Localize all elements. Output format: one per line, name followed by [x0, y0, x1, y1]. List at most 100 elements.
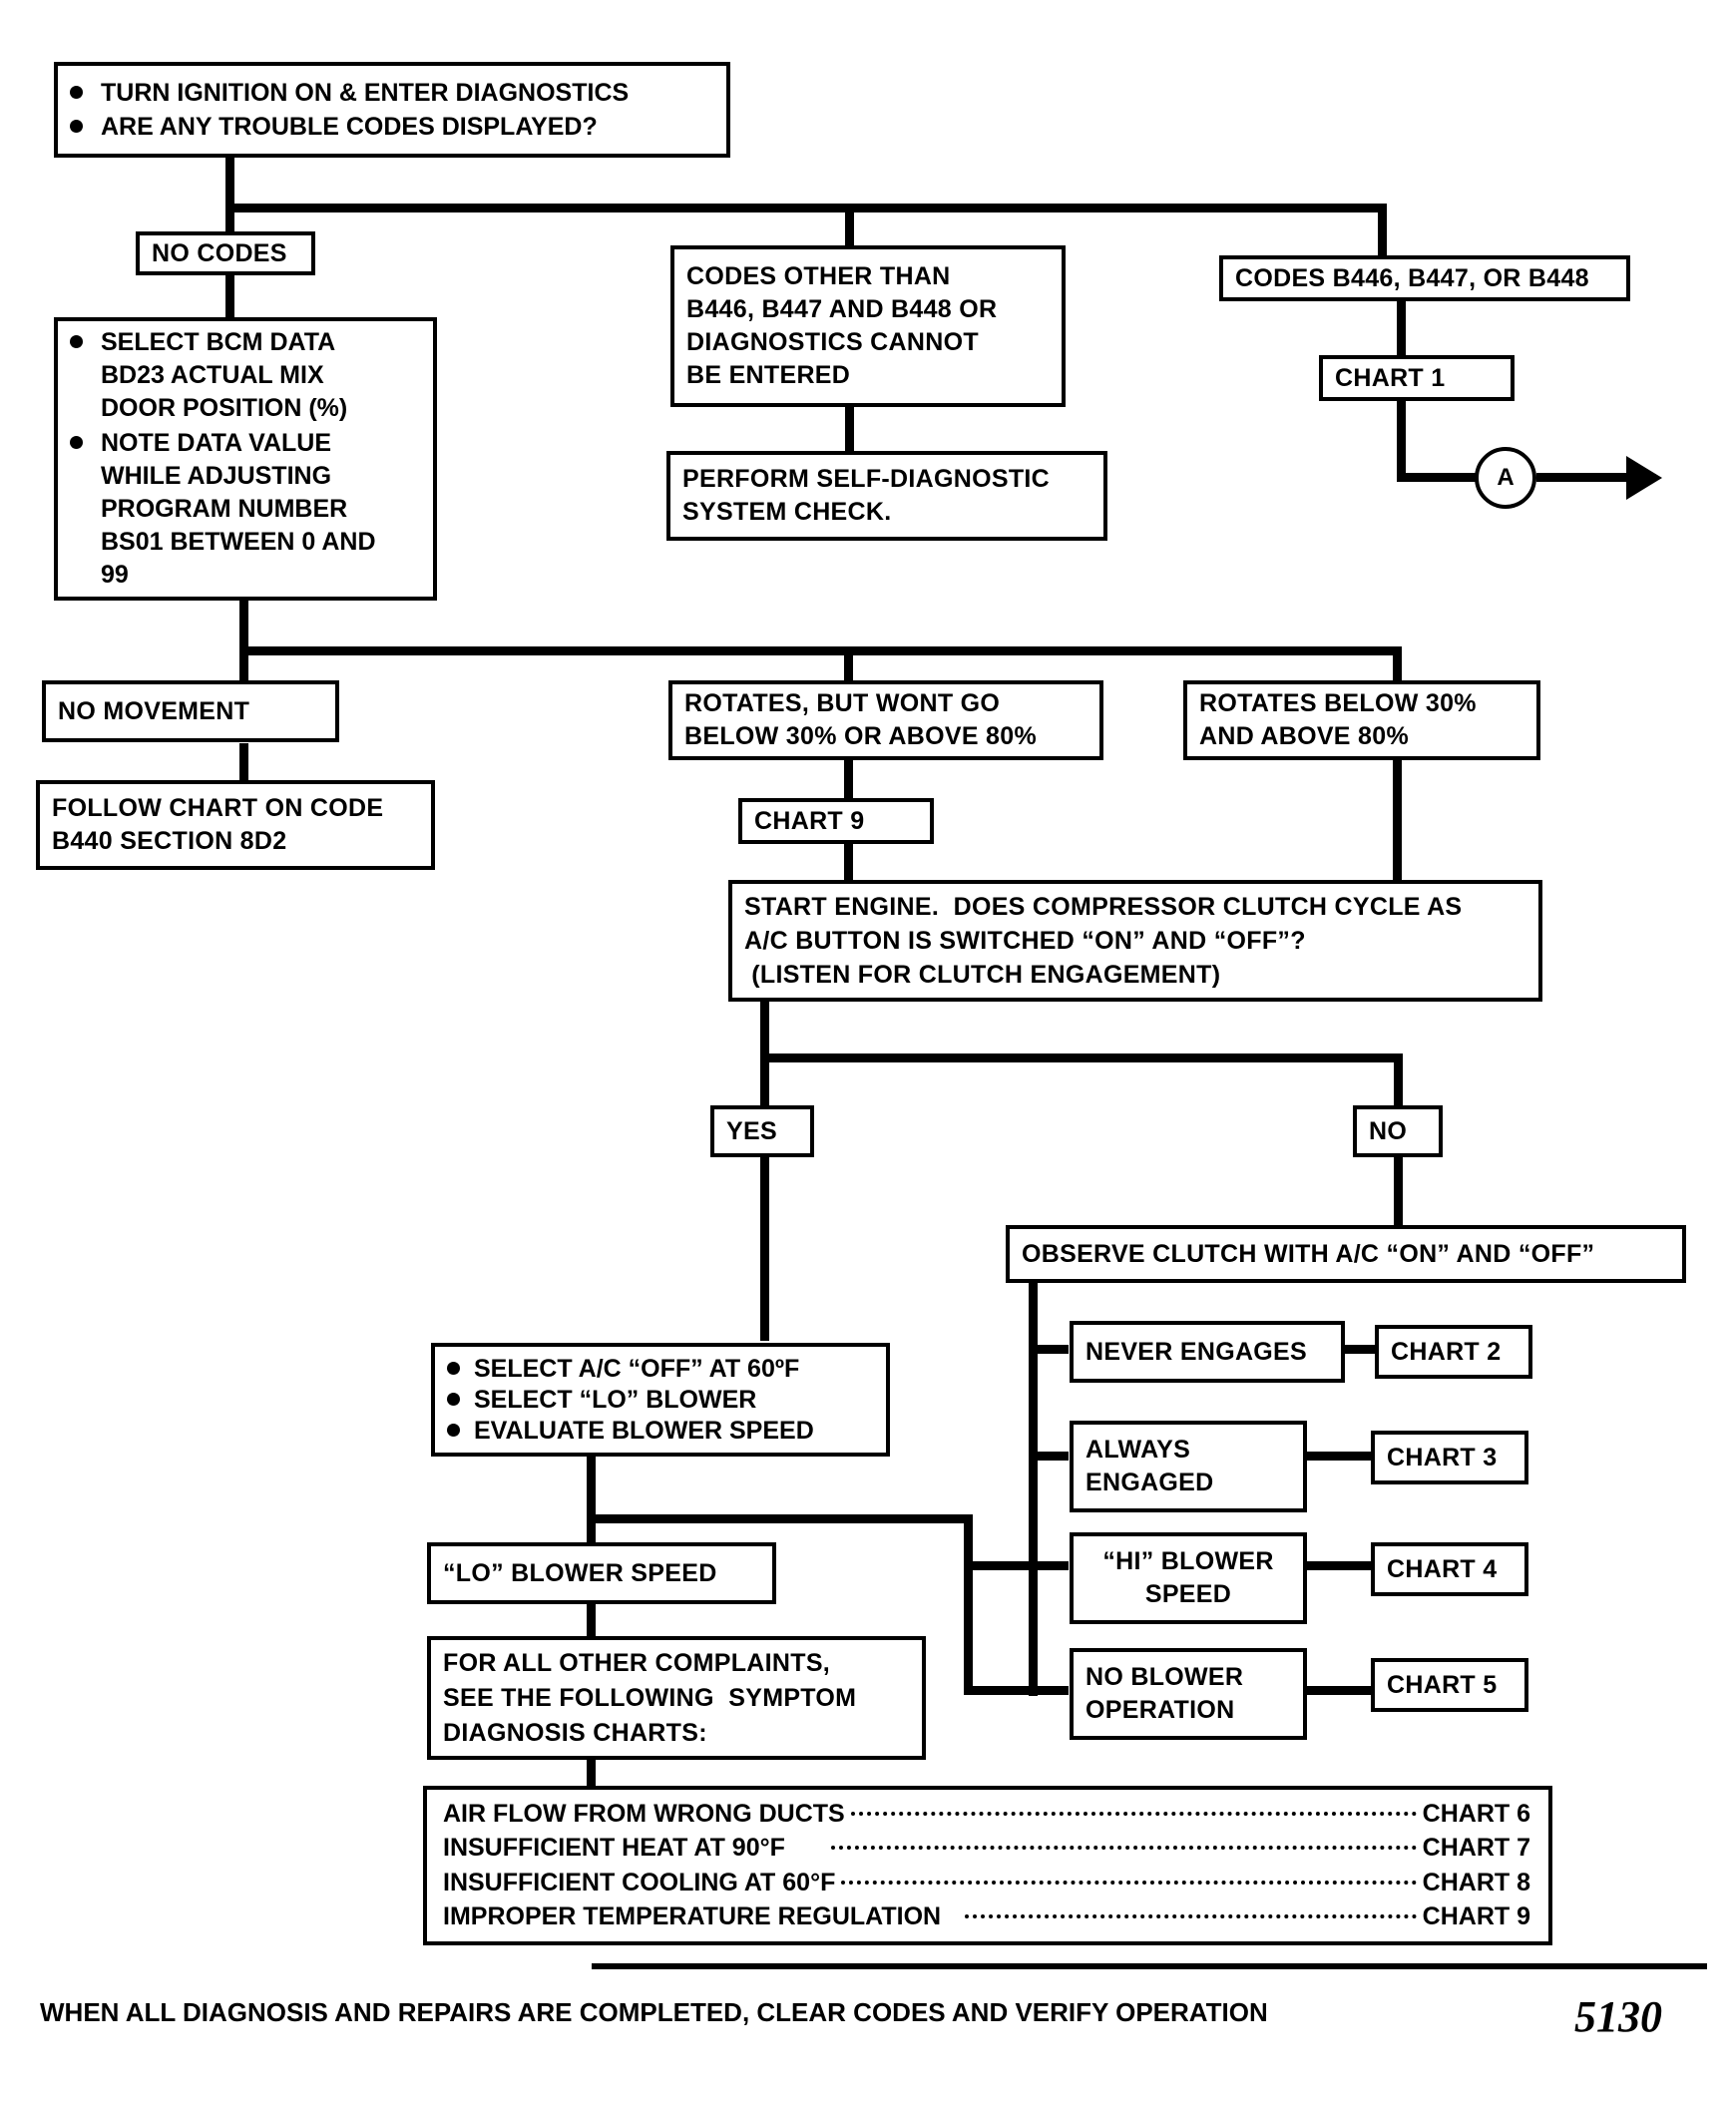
- node-label: NEVER ENGAGES: [1085, 1337, 1308, 1366]
- connector-to-rotates-wont: [844, 646, 853, 680]
- connector-no-codes-down: [225, 274, 234, 320]
- node-chart-4: CHART 4: [1371, 1542, 1528, 1596]
- node-label: CHART 1: [1335, 363, 1446, 392]
- bullet-item: SELECT “LO” BLOWER: [447, 1385, 874, 1416]
- node-label: NO: [1369, 1116, 1408, 1145]
- connector-noblower-to-chart5: [1304, 1686, 1374, 1695]
- node-never-engages: NEVER ENGAGES: [1070, 1321, 1345, 1383]
- connector-noblower-feed-left: [964, 1686, 1030, 1695]
- connector-hi-feed-left: [964, 1561, 1030, 1570]
- node-no-blower-operation: NO BLOWER OPERATION: [1070, 1648, 1307, 1740]
- symptom-diagnosis-list: AIR FLOW FROM WRONG DUCTS CHART 6 INSUFF…: [423, 1786, 1552, 1945]
- node-chart-5: CHART 5: [1371, 1658, 1528, 1712]
- connector-branch-always: [1029, 1452, 1069, 1461]
- node-self-diagnostic: PERFORM SELF-DIAGNOSTIC SYSTEM CHECK.: [666, 451, 1107, 541]
- bullet-dot-icon: [70, 335, 83, 348]
- connector-hi-to-chart4: [1304, 1561, 1374, 1570]
- bullet-dot-icon: [447, 1392, 460, 1406]
- footer-note: WHEN ALL DIAGNOSIS AND REPAIRS ARE COMPL…: [40, 1997, 1268, 2027]
- node-rotates-wont-go: ROTATES, BUT WONT GO BELOW 30% OR ABOVE …: [668, 680, 1103, 760]
- node-observe-clutch: OBSERVE CLUTCH WITH A/C “ON” AND “OFF”: [1006, 1225, 1686, 1283]
- bullet-item: SELECT A/C “OFF” AT 60ºF: [447, 1354, 874, 1385]
- bullet-text: EVALUATE BLOWER SPEED: [474, 1416, 814, 1445]
- connector-a-label: A: [1497, 464, 1515, 491]
- connector-a-to-arrow: [1536, 473, 1641, 482]
- node-start: TURN IGNITION ON & ENTER DIAGNOSTICS ARE…: [54, 62, 730, 158]
- symptom-label: AIR FLOW FROM WRONG DUCTS: [443, 1800, 845, 1828]
- list-item: INSUFFICIENT COOLING AT 60°F CHART 8: [443, 1869, 1530, 1897]
- bullet-item: SELECT BCM DATA BD23 ACTUAL MIX DOOR POS…: [70, 326, 421, 425]
- node-rotates-below-above: ROTATES BELOW 30% AND ABOVE 80%: [1183, 680, 1540, 760]
- node-chart-2: CHART 2: [1375, 1325, 1532, 1379]
- connector-to-no-movement: [239, 646, 248, 680]
- bullet-text: SELECT A/C “OFF” AT 60ºF: [474, 1354, 800, 1383]
- node-codes-other: CODES OTHER THAN B446, B447 AND B448 OR …: [670, 245, 1066, 407]
- connector-no-movement-down: [239, 743, 248, 780]
- node-label: YES: [726, 1116, 777, 1145]
- node-for-all-other-complaints: FOR ALL OTHER COMPLAINTS, SEE THE FOLLOW…: [427, 1636, 926, 1760]
- page-number: 5130: [1574, 1992, 1662, 2041]
- bullet-text: SELECT BCM DATA BD23 ACTUAL MIX DOOR POS…: [101, 328, 348, 422]
- symptom-label: INSUFFICIENT HEAT AT 90°F: [443, 1834, 785, 1863]
- connector-yes-down: [760, 1156, 769, 1341]
- leader-dots: [830, 1846, 1417, 1851]
- symptom-chart: CHART 9: [1422, 1901, 1530, 1930]
- node-no-movement: NO MOVEMENT: [42, 680, 339, 742]
- leader-dots: [841, 1880, 1417, 1885]
- leader-dots: [850, 1812, 1417, 1816]
- node-lo-blower-speed: “LO” BLOWER SPEED: [427, 1542, 776, 1604]
- node-no-codes: NO CODES: [136, 231, 315, 275]
- connector-feed-to-lo: [587, 1514, 972, 1523]
- connector-bcm-down: [239, 599, 248, 654]
- node-label: CHART 5: [1387, 1670, 1498, 1699]
- node-yes: YES: [710, 1105, 814, 1157]
- bullet-item: ARE ANY TROUBLE CODES DISPLAYED?: [70, 111, 714, 143]
- node-label: CODES B446, B447, OR B448: [1235, 263, 1589, 292]
- node-text: PERFORM SELF-DIAGNOSTIC SYSTEM CHECK.: [682, 465, 1051, 526]
- node-text: CODES OTHER THAN B446, B447 AND B448 OR …: [686, 262, 998, 389]
- node-label: CHART 2: [1391, 1337, 1502, 1366]
- list-item: IMPROPER TEMPERATURE REGULATION CHART 9: [443, 1902, 1530, 1931]
- bullet-item: TURN IGNITION ON & ENTER DIAGNOSTICS: [70, 77, 714, 109]
- node-text: START ENGINE. DOES COMPRESSOR CLUTCH CYC…: [744, 893, 1463, 989]
- connector-start-engine-down: [760, 1000, 769, 1059]
- node-label: NO MOVEMENT: [58, 696, 250, 725]
- symptom-label: IMPROPER TEMPERATURE REGULATION: [443, 1901, 942, 1930]
- bullet-text: ARE ANY TROUBLE CODES DISPLAYED?: [101, 113, 598, 141]
- node-no: NO: [1353, 1105, 1443, 1157]
- connector-always-to-chart3: [1304, 1452, 1374, 1461]
- node-chart-1: CHART 1: [1319, 355, 1515, 401]
- node-text: NO BLOWER OPERATION: [1085, 1663, 1244, 1724]
- node-text: ALWAYS ENGAGED: [1085, 1436, 1214, 1496]
- connector-chart1-to-a: [1397, 473, 1477, 482]
- bullet-item: EVALUATE BLOWER SPEED: [447, 1416, 874, 1447]
- bullet-text: NOTE DATA VALUE WHILE ADJUSTING PROGRAM …: [101, 429, 376, 589]
- node-hi-blower-speed: “HI” BLOWER SPEED: [1070, 1532, 1307, 1624]
- connector-observe-trunk: [1029, 1282, 1038, 1696]
- node-start-engine: START ENGINE. DOES COMPRESSOR CLUTCH CYC…: [728, 880, 1542, 1002]
- node-select-bcm-data: SELECT BCM DATA BD23 ACTUAL MIX DOOR POS…: [54, 317, 437, 601]
- connector-to-rotates-below: [1393, 646, 1402, 680]
- node-select-ac-off: SELECT A/C “OFF” AT 60ºF SELECT “LO” BLO…: [431, 1343, 890, 1457]
- connector-bus-row3: [760, 1053, 1403, 1062]
- connector-to-yes: [760, 1053, 769, 1105]
- node-chart-3: CHART 3: [1371, 1431, 1528, 1484]
- connector-start-down: [225, 158, 234, 212]
- connector-to-no-codes: [225, 204, 234, 233]
- bullet-dot-icon: [70, 120, 83, 133]
- bullet-dot-icon: [70, 86, 83, 99]
- connector-never-to-chart2: [1344, 1345, 1379, 1354]
- node-label: OBSERVE CLUTCH WITH A/C “ON” AND “OFF”: [1022, 1239, 1595, 1268]
- connector-to-codes-b446: [1378, 204, 1387, 257]
- node-follow-chart-b440: FOLLOW CHART ON CODE B440 SECTION 8D2: [36, 780, 435, 870]
- bullet-item: NOTE DATA VALUE WHILE ADJUSTING PROGRAM …: [70, 427, 421, 592]
- node-label: “LO” BLOWER SPEED: [443, 1558, 717, 1587]
- connector-rotates-below-down: [1393, 758, 1402, 882]
- connector-bus-row1: [225, 204, 1385, 212]
- bullet-dot-icon: [447, 1423, 460, 1437]
- footer-rule: [592, 1963, 1707, 1969]
- symptom-chart: CHART 7: [1422, 1834, 1530, 1863]
- connector-no-down: [1394, 1156, 1403, 1227]
- connector-select-ac-down: [587, 1455, 596, 1536]
